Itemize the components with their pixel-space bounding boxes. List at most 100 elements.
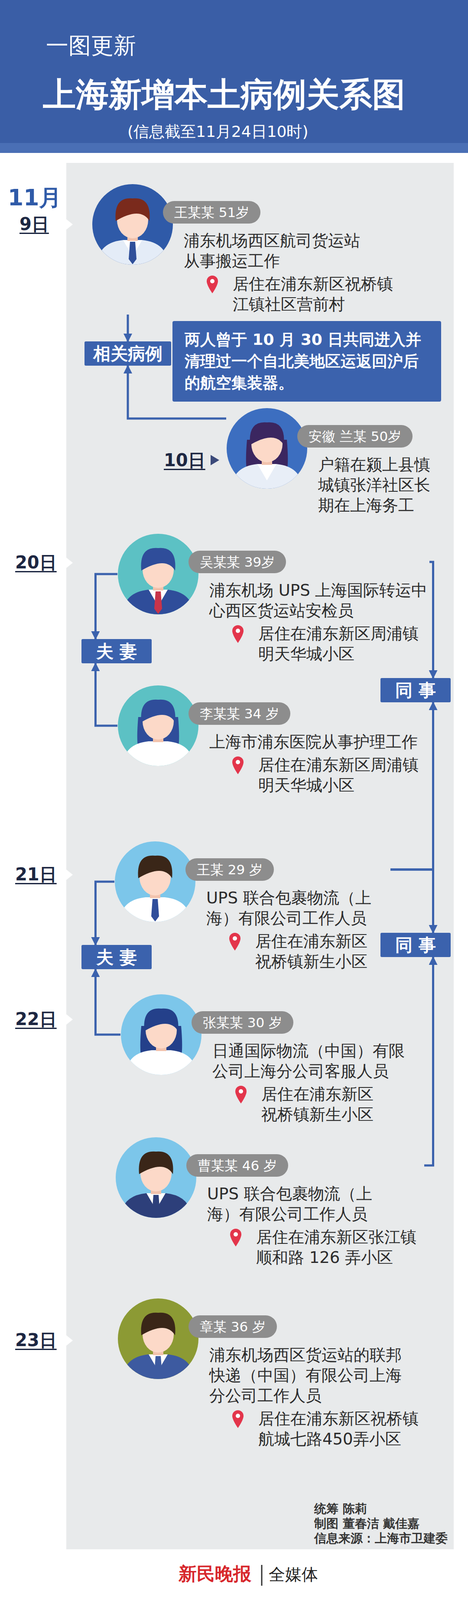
date-notch (66, 1335, 73, 1346)
name-tag: 安徽 兰某 50岁 (297, 425, 413, 448)
credit-line: 制图 董春洁 戴佳嘉 (314, 1516, 420, 1532)
date-notch (66, 869, 73, 881)
credit-line: 信息来源：上海市卫建委 (314, 1531, 448, 1547)
avatar-ground (117, 533, 199, 615)
avatar-tie (152, 1195, 160, 1218)
avatar-ground (91, 183, 174, 266)
avatar-body (231, 464, 303, 490)
relation-connector (424, 957, 434, 1166)
avatar-hair (115, 198, 150, 221)
relation-connector (95, 881, 115, 946)
avatar-tie (154, 1356, 163, 1379)
avatar-ground (226, 407, 308, 490)
date-notch (66, 219, 73, 230)
avatar-hair (143, 1008, 179, 1032)
name-tag: 张某某 30 岁 (191, 1011, 294, 1034)
pin-shape (232, 1410, 244, 1429)
avatar-hair (137, 855, 173, 879)
address-text: 居住在浦东新区周浦镇明天华城小区 (258, 623, 427, 665)
name-tag: 吴某某 39岁 (188, 550, 286, 574)
date-label: 10日 (163, 449, 206, 471)
relation-box: 同事 (380, 678, 451, 703)
person-card: 王某某 51岁浦东机场西区航司货运站从事搬运工作居住在浦东新区祝桥镇江镇社区营前… (91, 183, 401, 315)
relation-text: 夫妻 (96, 946, 143, 969)
location-pin (231, 755, 245, 775)
avatar-icon (117, 685, 199, 767)
job-text: 浦东机场西区货运站的联邦快递（中国）有限公司上海分公司工作人员 (209, 1345, 410, 1407)
avatar-icon (117, 533, 199, 615)
note-text: 两人曾于 10 月 30 日共同进入并清理过一个自北美地区运返回沪后的航空集装器… (184, 328, 429, 394)
diagram-title: 上海新增本土病例关系图 (42, 74, 406, 114)
avatar-collar (257, 464, 277, 481)
date-label: 22日 (15, 1008, 57, 1030)
avatar-ground (115, 1137, 197, 1219)
header-strip (0, 143, 468, 153)
address-text: 居住在浦东新区祝桥镇江镇社区营前村 (232, 273, 401, 315)
address-text: 居住在浦东新区周浦镇明天华城小区 (258, 754, 427, 796)
relation-text: 同事 (395, 934, 442, 956)
location-pin (231, 624, 245, 644)
date-label: 20日 (15, 552, 57, 573)
content-panel (66, 162, 454, 1550)
avatar-body (122, 741, 194, 767)
avatar-tie (128, 241, 137, 265)
avatar-collar (148, 741, 168, 758)
date-label: 9日 (19, 213, 49, 235)
avatar-icon (120, 994, 202, 1076)
brand-suffix: 全媒体 (268, 1565, 319, 1586)
pin-shape (230, 1228, 242, 1247)
avatar-body (122, 1354, 194, 1380)
pin-dot (235, 760, 241, 765)
avatar-collar (151, 1050, 171, 1067)
pin-dot (232, 936, 238, 941)
relation-box: 夫妻 (81, 639, 152, 664)
job-text: UPS 联合包裹物流（上海）有限公司工作人员 (207, 1183, 392, 1225)
relation-connector (95, 969, 121, 1035)
job-text: 户籍在颍上县慎城镇张洋社区长期在上海务工 (318, 454, 440, 516)
location-pin (228, 932, 242, 952)
avatar-tie (151, 899, 160, 922)
relation-connector (390, 702, 434, 870)
job-text: 浦东机场西区航司货运站从事搬运工作 (183, 230, 368, 272)
brand-name: 新民晚报 (178, 1563, 252, 1586)
date-pointer (210, 455, 220, 466)
pin-shape (235, 1085, 247, 1104)
month-label: 11月 (7, 184, 62, 212)
avatar-icon (226, 407, 308, 490)
pin-dot (235, 1413, 241, 1419)
avatar-ground (117, 1298, 199, 1380)
pin-dot (210, 279, 215, 284)
relation-text: 同事 (395, 679, 442, 702)
avatar-icon (117, 1298, 199, 1380)
pin-shape (206, 275, 218, 294)
address-text: 居住在浦东新区祝桥镇新生小区 (261, 1084, 383, 1125)
location-pin (234, 1085, 248, 1105)
avatar-ground (120, 994, 202, 1076)
avatar-body (120, 1193, 192, 1219)
relation-connector (95, 574, 118, 640)
avatar-hair (140, 699, 176, 723)
job-text: 日通国际物流（中国）有限公司上海分公司客服人员 (212, 1040, 413, 1082)
avatar-body (97, 240, 169, 266)
pin-shape (232, 756, 244, 775)
relation-box: 相关病例 (84, 341, 172, 366)
diagram-caption: (信息截至11月24日10时) (127, 122, 309, 141)
relation-text: 夫妻 (96, 640, 143, 663)
location-pin (231, 1409, 245, 1429)
job-text: 上海市浦东医院从事护理工作 (209, 731, 426, 753)
name-tag: 王某某 51岁 (162, 201, 261, 224)
address-text: 居住在浦东新区张江镇顺和路 126 弄小区 (256, 1227, 425, 1268)
name-tag: 王某 29 岁 (185, 858, 274, 881)
person-card: 章某 36 岁浦东机场西区货运站的联邦快递（中国）有限公司上海分公司工作人员居住… (117, 1298, 427, 1450)
avatar-body (125, 1050, 197, 1076)
address-text: 居住在浦东新区祝桥镇航城七路450弄小区 (258, 1408, 427, 1450)
avatar-hair (138, 1151, 173, 1175)
date-label: 21日 (15, 864, 57, 885)
location-pin (205, 274, 219, 294)
relation-box: 同事 (380, 932, 451, 958)
avatar-body (122, 589, 194, 615)
address-text: 居住在浦东新区祝桥镇新生小区 (255, 931, 377, 972)
avatar-tie (154, 591, 163, 615)
note-box: 两人曾于 10 月 30 日共同进入并清理过一个自北美地区运返回沪后的航空集装器… (172, 321, 442, 402)
avatar-body (119, 897, 191, 923)
